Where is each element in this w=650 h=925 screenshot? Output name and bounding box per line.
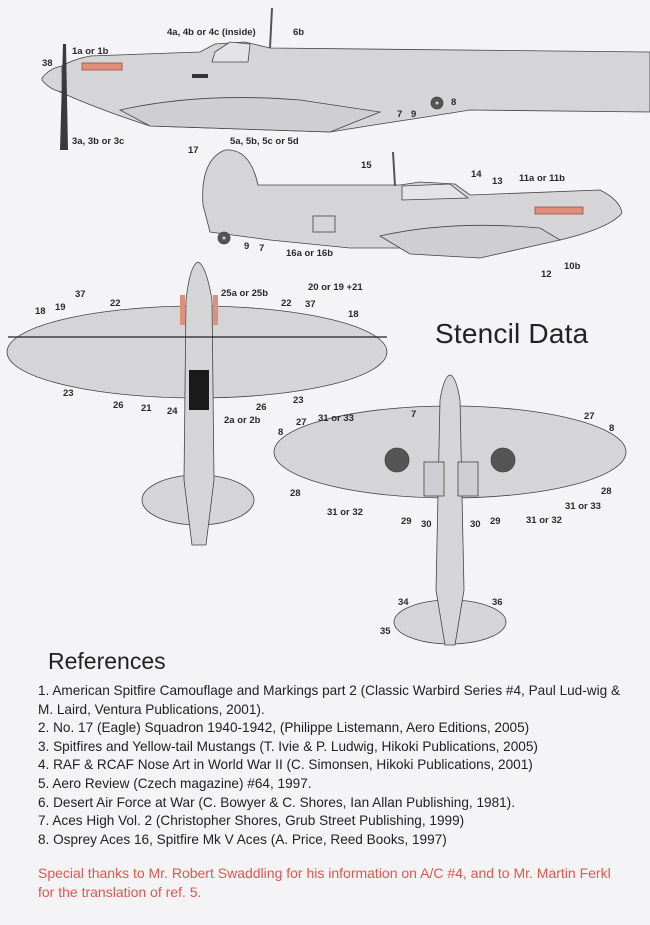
callout-label: 36 bbox=[492, 597, 503, 608]
reference-item: 6. Desert Air Force at War (C. Bowyer & … bbox=[38, 794, 515, 810]
callout-label: 18 bbox=[348, 309, 359, 320]
callout-label: 3a, 3b or 3c bbox=[72, 136, 125, 147]
callout-label: 26 bbox=[256, 402, 267, 413]
callout-label: 31 or 32 bbox=[327, 507, 363, 518]
callout-label: 17 bbox=[188, 145, 199, 156]
callout-label: 22 bbox=[110, 298, 121, 309]
side-view-left-facing bbox=[47, 7, 650, 133]
reference-item: 1. American Spitfire Camouflage and Mark… bbox=[38, 683, 621, 717]
callout-label: 10b bbox=[564, 261, 581, 272]
callout-label: 29 bbox=[401, 516, 412, 527]
callout-label: 22 bbox=[281, 298, 292, 309]
callout-label: 8 bbox=[278, 427, 284, 438]
callout-label: 35 bbox=[380, 626, 391, 637]
reference-item: 8. Osprey Aces 16, Spitfire Mk V Aces (A… bbox=[38, 831, 447, 847]
callout-label: 19 bbox=[55, 302, 66, 313]
callout-label: 7 bbox=[397, 109, 403, 120]
bottom-view bbox=[273, 374, 627, 646]
callout-label: 30 bbox=[470, 519, 481, 530]
callout-label: 31 or 33 bbox=[565, 501, 601, 512]
callout-label: 8 bbox=[609, 423, 615, 434]
callout-label: 20 or 19 +21 bbox=[308, 282, 363, 293]
side-view-right-facing bbox=[202, 149, 623, 259]
callout-label: 7 bbox=[411, 409, 417, 420]
callout-label: 16a or 16b bbox=[286, 248, 333, 259]
propeller-icon bbox=[60, 44, 68, 150]
callout-label: 6b bbox=[293, 27, 305, 38]
spinner-icon bbox=[41, 65, 63, 93]
callout-label: 29 bbox=[490, 516, 501, 527]
callout-label: 23 bbox=[293, 395, 304, 406]
callout-label: 24 bbox=[167, 406, 178, 417]
callout-label: 26 bbox=[113, 400, 124, 411]
callout-label: 18 bbox=[35, 306, 46, 317]
page-heading: Stencil Data bbox=[435, 318, 589, 349]
callout-label: 31 or 33 bbox=[318, 413, 354, 424]
callout-label: 28 bbox=[290, 488, 301, 499]
callout-label: 12 bbox=[541, 269, 552, 280]
callout-label: 5a, 5b, 5c or 5d bbox=[230, 136, 299, 147]
callout-label: 7 bbox=[259, 243, 265, 254]
callout-label: 4a, 4b or 4c (inside) bbox=[167, 27, 256, 38]
callout-label: 11a or 11b bbox=[519, 173, 565, 184]
reference-item: 5. Aero Review (Czech magazine) #64, 199… bbox=[38, 775, 312, 791]
callout-label: 13 bbox=[492, 176, 503, 187]
acknowledgement-text: Special thanks to Mr. Robert Swaddling f… bbox=[38, 865, 611, 900]
reference-item: 3. Spitfires and Yellow-tail Mustangs (T… bbox=[38, 738, 538, 754]
callout-label: 14 bbox=[471, 169, 482, 180]
callout-label: 37 bbox=[305, 299, 316, 310]
callout-label: 30 bbox=[421, 519, 432, 530]
callout-label: 1a or 1b bbox=[72, 46, 109, 57]
callout-label: 9 bbox=[244, 241, 250, 252]
reference-item: 4. RAF & RCAF Nose Art in World War II (… bbox=[38, 757, 533, 773]
callout-label: 23 bbox=[63, 388, 74, 399]
reference-item: 2. No. 17 (Eagle) Squadron 1940-1942, (P… bbox=[38, 720, 530, 736]
reference-item: 7. Aces High Vol. 2 (Christopher Shores,… bbox=[38, 813, 465, 829]
callout-label: 25a or 25b bbox=[221, 288, 268, 299]
references-heading: References bbox=[48, 648, 166, 674]
callout-label: 21 bbox=[141, 403, 152, 414]
callout-label: 27 bbox=[296, 417, 307, 428]
callout-label: 2a or 2b bbox=[224, 415, 261, 426]
callout-label: 37 bbox=[75, 289, 86, 300]
callout-label: 9 bbox=[411, 109, 417, 120]
callout-label: 15 bbox=[361, 160, 372, 171]
callout-label: 8 bbox=[451, 97, 457, 108]
references-list: 1. American Spitfire Camouflage and Mark… bbox=[38, 682, 628, 849]
callout-label: 34 bbox=[398, 597, 409, 608]
callout-label: 28 bbox=[601, 486, 612, 497]
callout-label: 27 bbox=[584, 411, 595, 422]
callout-label: 31 or 32 bbox=[526, 515, 562, 526]
top-view bbox=[6, 261, 388, 546]
callout-label: 38 bbox=[42, 58, 53, 69]
